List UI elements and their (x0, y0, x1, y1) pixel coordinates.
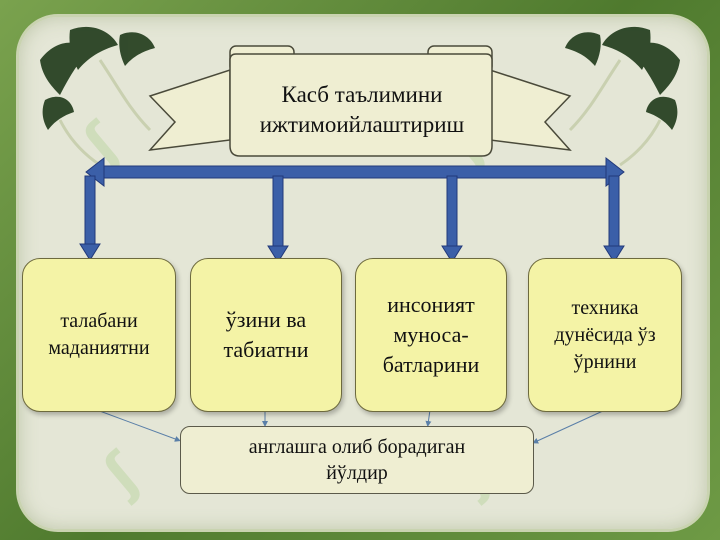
down-arrowhead (267, 245, 289, 263)
result-line: йўлдир (326, 462, 388, 484)
box-text-line: муноса- (393, 322, 469, 348)
vine-swirl (568, 59, 662, 167)
diagram-title: Касб таълимини ижтимоийлаштириш (232, 80, 492, 140)
thin-arrow (96, 409, 181, 442)
box-text-line: батларини (382, 351, 480, 377)
down-arrow-shaft (608, 175, 620, 247)
thin-arrow (532, 409, 606, 444)
concept-box-1: талабани маданиятни (22, 258, 176, 412)
box-text-line: ўрнини (573, 350, 637, 373)
result-line: англашга олиб борадиган (248, 436, 466, 458)
down-arrow-shaft (84, 175, 96, 245)
box-text-line: табиатни (223, 337, 309, 362)
down-arrowhead (603, 245, 625, 263)
title-scroll-banner (148, 45, 572, 157)
result-box: англашга олиб борадиган йўлдир (180, 426, 534, 494)
connector-arrows (79, 156, 625, 444)
box-text-line: инсоният (387, 292, 475, 318)
down-arrowhead (79, 243, 101, 261)
down-arrow-shaft (272, 175, 284, 247)
concept-box-3: инсоният муноса- батларини (355, 258, 507, 412)
down-arrowhead (441, 245, 463, 263)
title-line: Касб таълимини (281, 82, 443, 107)
thin-arrow (425, 409, 432, 427)
vine-swirl (58, 59, 152, 167)
concept-box-2: ўзини ва табиатни (190, 258, 342, 412)
maple-leaf-icon (40, 26, 155, 130)
maple-leaf-icon (565, 26, 680, 130)
concept-box-4: техника дунёсида ўз ўрнини (528, 258, 682, 412)
box-text-line: техника (571, 296, 639, 319)
box-text-line: дунёсида ўз (554, 323, 656, 346)
box-text-line: маданиятни (48, 337, 150, 359)
title-line: ижтимоийлаштириш (259, 111, 465, 137)
down-arrow-shaft (446, 175, 458, 247)
box-text-line: ўзини ва (225, 307, 307, 333)
horizontal-arrow-bar (99, 165, 611, 179)
box-text-line: талабани (60, 310, 138, 332)
